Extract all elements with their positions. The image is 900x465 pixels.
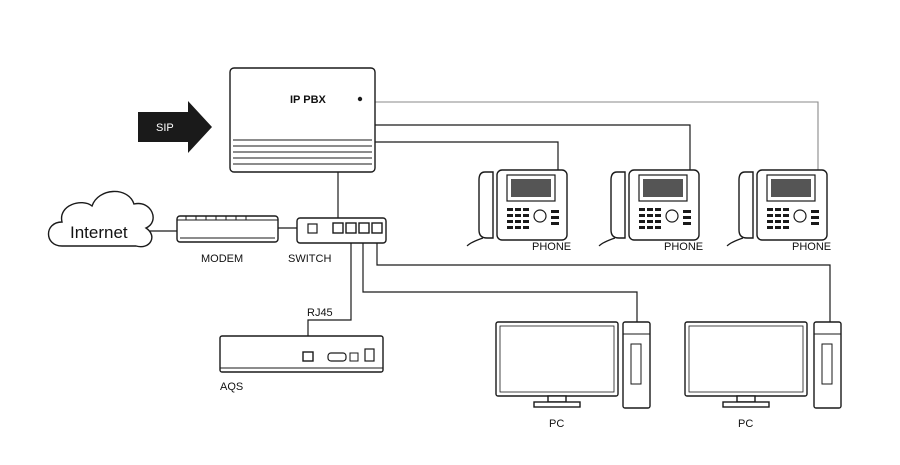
switch-port-4 xyxy=(371,222,383,234)
internet-cloud: Internet xyxy=(47,190,154,248)
connection-wires xyxy=(150,101,831,352)
aqs-device: RJ45 AQS xyxy=(219,307,384,393)
modem-label: MODEM xyxy=(201,253,243,265)
modem-device: MODEM xyxy=(176,215,279,265)
sip-label: SIP xyxy=(156,122,174,134)
switch-port-3 xyxy=(358,222,370,234)
tower-icon xyxy=(622,321,651,409)
phone-1: PHONE xyxy=(466,169,571,253)
phone-3: PHONE xyxy=(726,169,831,253)
ip-pbx-device: IP PBX xyxy=(229,67,376,173)
wire-switch-pc-2 xyxy=(376,238,831,322)
tower-icon xyxy=(813,321,842,409)
aqs-rj45-port xyxy=(302,351,314,362)
phone-1-label: PHONE xyxy=(532,241,571,253)
aqs-label: AQS xyxy=(220,381,243,393)
pc-2-label: PC xyxy=(738,418,753,430)
wire-pbx-phone-3 xyxy=(375,101,819,172)
switch-label: SWITCH xyxy=(288,253,331,265)
aqs-power-switch xyxy=(364,348,375,362)
ip-pbx-label: IP PBX xyxy=(290,94,327,106)
wire-pbx-phone-1 xyxy=(375,141,559,172)
phone-icon xyxy=(466,169,568,247)
monitor-icon xyxy=(684,321,808,408)
phone-2: PHONE xyxy=(598,169,703,253)
aqs-serial-port xyxy=(327,352,347,362)
phone-3-label: PHONE xyxy=(792,241,831,253)
rj45-label: RJ45 xyxy=(307,307,333,319)
phone-icon xyxy=(726,169,828,247)
switch-device: SWITCH xyxy=(288,217,387,265)
pc-2: PC xyxy=(684,321,842,430)
pbx-vent-lines xyxy=(233,139,372,165)
phone-2-label: PHONE xyxy=(664,241,703,253)
sip-arrow: SIP xyxy=(138,101,212,153)
monitor-icon xyxy=(495,321,619,408)
switch-port-2 xyxy=(345,222,357,234)
internet-label: Internet xyxy=(70,223,128,242)
wire-pbx-phone-2 xyxy=(375,124,691,172)
wire-switch-pc-1 xyxy=(362,238,638,322)
pc-1-label: PC xyxy=(549,418,564,430)
phone-icon xyxy=(598,169,700,247)
pc-1: PC xyxy=(495,321,651,430)
switch-port-1 xyxy=(332,222,344,234)
